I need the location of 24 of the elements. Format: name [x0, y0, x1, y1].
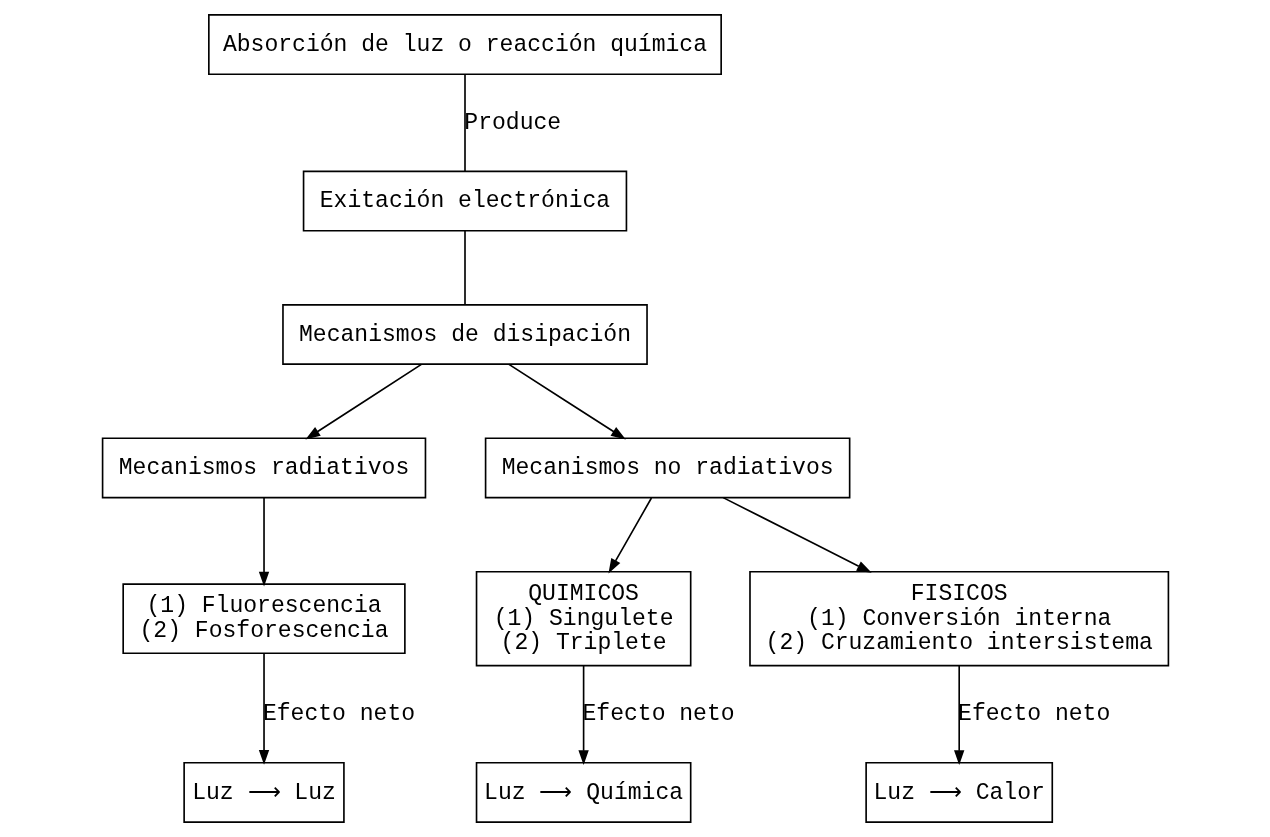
connector [463, 230, 466, 306]
node-box: Mecanismos radiativos [101, 437, 426, 499]
arrow [304, 363, 422, 440]
node-box: QUIMICOS (1) Singulete (2) Triplete [475, 570, 691, 667]
arrow [953, 665, 964, 766]
edge-label: Efecto neto [957, 701, 1110, 728]
node-box: FISICOS (1) Conversión interna (2) Cruzamiento intersistema [748, 570, 1169, 667]
node-box: Mecanismos no radiativos [484, 437, 850, 499]
node-box: Exitación electrónica [302, 170, 627, 232]
node-box: Luz ⟶ Química [475, 761, 691, 823]
node-box: Luz ⟶ Calor [864, 761, 1053, 823]
arrow [258, 653, 269, 765]
arrow [577, 665, 589, 766]
node-box: (1) Fluorescencia (2) Fosforescencia [121, 583, 406, 655]
node-box: Luz ⟶ Luz [182, 761, 345, 823]
edge-label: Produce [463, 109, 561, 136]
arrow [721, 496, 872, 573]
arrow [258, 497, 269, 587]
connector [463, 73, 466, 172]
arrow [607, 497, 652, 574]
edge-label: Efecto neto [581, 701, 735, 728]
node-box: Mecanismos de disipación [281, 304, 648, 365]
arrow [507, 363, 626, 440]
node-box: Absorción de luz o reacción química [207, 14, 722, 76]
